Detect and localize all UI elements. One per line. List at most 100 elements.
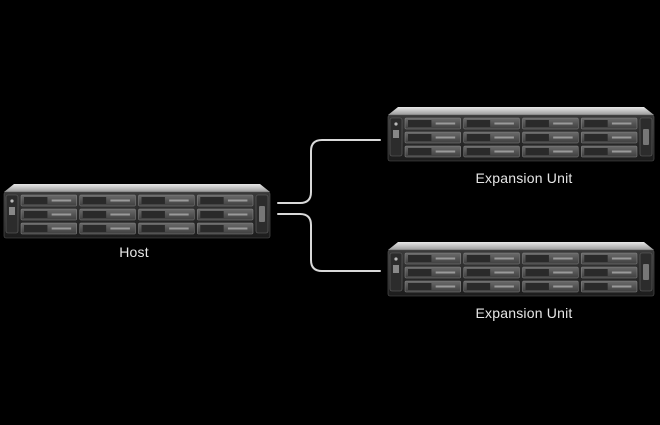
drive-latch [110,227,130,230]
drive-vent [466,134,491,141]
drive-vent [24,225,48,232]
handle [643,129,649,145]
drive-vent [141,197,165,204]
handle [643,264,649,280]
drive-bay [404,117,461,130]
chassis-top [388,242,654,250]
drive-bay [404,145,461,158]
handle [259,206,265,222]
drive-latch [494,285,514,288]
drive-latch [494,257,514,260]
drive-latch [169,213,189,216]
drive-latch [51,213,72,216]
drive-latch [169,227,189,230]
drive-latch [51,199,72,202]
drive-bay [463,117,520,130]
drive-vent [466,255,491,262]
drive-bay [522,145,579,158]
chassis-top [4,184,270,192]
drive-vent [141,225,165,232]
drive-vent [408,134,432,141]
drive-vent [525,255,549,262]
drive-bay [138,194,195,207]
drive-bay [581,266,638,279]
connector-host-to-expansion-1 [277,139,381,204]
drive-vent [584,148,608,155]
drive-latch [435,122,456,125]
drive-bay [404,280,461,293]
drive-latch [227,199,248,202]
drive-vent [525,148,549,155]
drive-vent [24,197,48,204]
drive-latch [110,213,130,216]
drive-bay [581,145,638,158]
drive-latch [435,285,456,288]
drive-vent [408,283,432,290]
drive-latch [494,122,514,125]
drive-latch [435,150,456,153]
status-panel [393,130,399,138]
drive-latch [169,199,189,202]
expansion-unit-2-label: Expansion Unit [475,305,573,321]
drive-bay [20,208,77,221]
power-led [394,122,398,126]
drive-latch [611,122,632,125]
drive-bay [522,131,579,144]
connectors [277,139,381,272]
drive-vent [584,120,608,127]
drive-vent [82,211,107,218]
drive-latch [435,136,456,139]
host-label: Host [119,244,149,260]
drive-latch [494,271,514,274]
drive-vent [408,255,432,262]
drive-bay [581,131,638,144]
drive-bay [522,117,579,130]
drive-latch [611,150,632,153]
connector-host-to-expansion-2 [277,213,381,272]
drive-latch [611,257,632,260]
drive-vent [466,283,491,290]
drive-latch [227,227,248,230]
drive-bay [522,280,579,293]
drive-bay [197,222,254,235]
drive-latch [227,213,248,216]
drive-latch [435,257,456,260]
drive-vent [82,225,107,232]
drive-bay [522,266,579,279]
drive-latch [110,199,130,202]
drive-vent [466,120,491,127]
drive-latch [553,285,573,288]
drive-bay [20,222,77,235]
drive-bay [522,252,579,265]
chassis-top [388,107,654,115]
expansion-unit-1-server [387,107,655,162]
power-led [10,199,14,203]
drive-vent [525,283,549,290]
drive-vent [408,269,432,276]
drive-vent [200,211,224,218]
host-server-unit [3,184,271,239]
drive-bay [463,145,520,158]
drive-vent [584,134,608,141]
drive-bay [581,117,638,130]
drive-vent [408,148,432,155]
drive-latch [553,150,573,153]
drive-vent [466,148,491,155]
power-led [394,257,398,261]
drive-latch [494,136,514,139]
drive-vent [584,283,608,290]
drive-bay [79,194,136,207]
drive-latch [611,271,632,274]
expansion-unit-1-label: Expansion Unit [475,170,573,186]
drive-bay [79,208,136,221]
expansion-unit-2-server [387,242,655,297]
drive-bay [463,266,520,279]
drive-vent [141,211,165,218]
drive-bay [581,280,638,293]
drive-bay [463,131,520,144]
drive-vent [408,120,432,127]
drive-bay [79,222,136,235]
drive-bay [581,252,638,265]
